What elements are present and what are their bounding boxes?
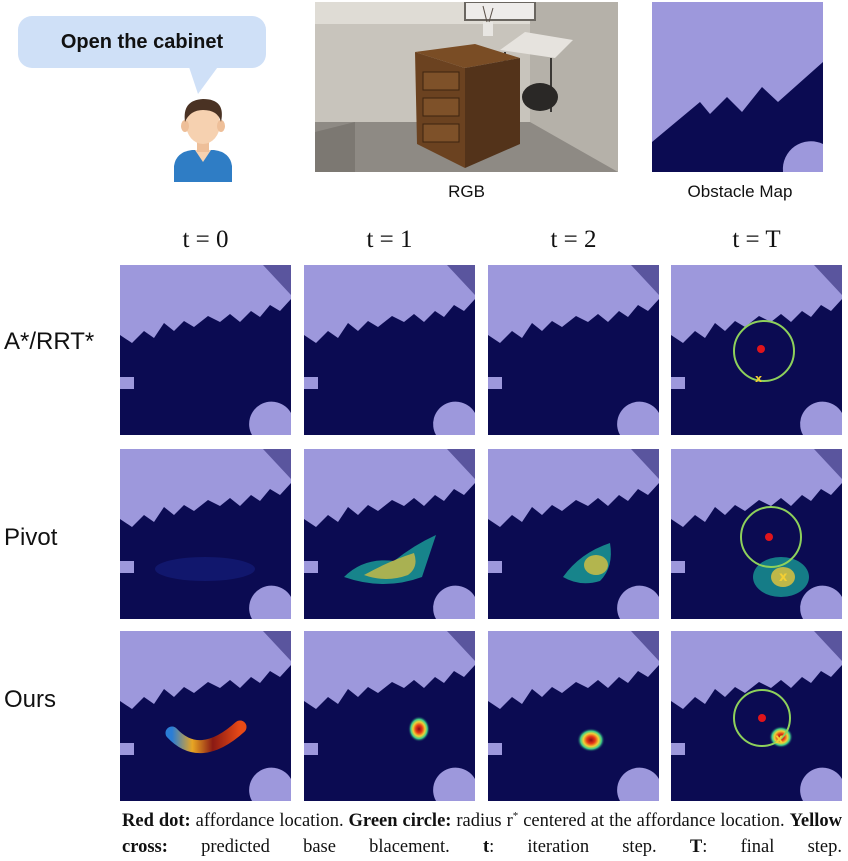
- instruction-bubble: [18, 16, 266, 68]
- base-cross: x: [755, 372, 762, 385]
- map-pivot-t1: [304, 449, 475, 619]
- radius-circle: [733, 689, 791, 747]
- legend-green-text-2: centered at the affordance location.: [518, 811, 790, 832]
- map-pivot-t2: [488, 449, 659, 619]
- legend-red-dot-text: affordance location.: [190, 811, 349, 832]
- map-pivot-t0: [120, 449, 291, 619]
- radius-circle: [733, 320, 795, 382]
- affordance-dot: [758, 714, 766, 722]
- map-ours-t2: [488, 631, 659, 801]
- row-label-ours: Ours: [4, 686, 57, 713]
- map-astar-t1: [304, 265, 475, 435]
- map-astar-t2: [488, 265, 659, 435]
- map-astar-tT: x: [671, 265, 842, 435]
- map-ours-tT: x: [671, 631, 842, 801]
- legend-green-circle-label: Green circle:: [348, 811, 452, 832]
- legend-yellow-cross-label: Yellow cross:: [122, 811, 842, 858]
- column-header-t2: t = 2: [550, 226, 597, 253]
- obstacle-map-image: [652, 2, 823, 172]
- column-header-t0: t = 0: [182, 226, 229, 253]
- instruction-text: Open the cabinet: [60, 31, 224, 53]
- map-astar-t0: [120, 265, 291, 435]
- map-ours-t0: [120, 631, 291, 801]
- legend-green-text-1: radius r: [451, 811, 513, 832]
- legend-T-text: : final step.: [702, 837, 842, 858]
- radius-circle: [740, 506, 802, 568]
- legend-yellow-text: predicted base blacement.: [167, 837, 483, 858]
- row-label-pivot: Pivot: [4, 524, 58, 551]
- map-pivot-tT: x: [671, 449, 842, 619]
- obstacle-map-caption: Obstacle Map: [687, 182, 793, 201]
- rgb-photo: [315, 2, 618, 172]
- legend-red-dot-label: Red dot:: [122, 811, 191, 832]
- legend-T-label: T: [689, 837, 703, 858]
- base-cross: x: [775, 732, 784, 747]
- instruction-bubble-tail: [188, 64, 220, 94]
- legend-green-sup: *: [512, 810, 519, 822]
- map-ours-t1: [304, 631, 475, 801]
- legend-t-label: t: [482, 837, 490, 858]
- column-header-t1: t = 1: [366, 226, 413, 253]
- column-header-tT: t = T: [732, 226, 781, 253]
- affordance-dot: [765, 533, 773, 541]
- legend-caption: Red dot: affordance location. Green circ…: [122, 803, 842, 860]
- affordance-dot: [757, 345, 765, 353]
- base-cross: x: [779, 570, 788, 585]
- person-avatar-icon: [174, 99, 232, 182]
- rgb-caption: RGB: [448, 182, 485, 201]
- row-label-astar-rrtstar: A*/RRT*: [4, 328, 95, 355]
- legend-t-text: : iteration step.: [489, 837, 690, 858]
